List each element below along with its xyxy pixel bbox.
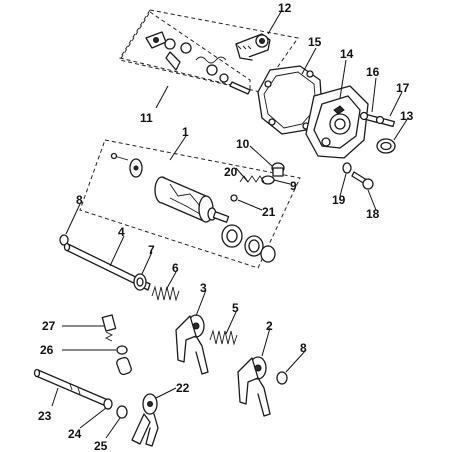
group-box-1: [79, 139, 301, 269]
group-box-shift-arm: [119, 11, 251, 91]
callout-8-upper: 8: [76, 193, 83, 207]
callout-4: 4: [118, 225, 125, 239]
part-25-washer: [116, 405, 128, 419]
callout-16: 16: [366, 65, 380, 79]
part-12-shift-arm: [235, 33, 271, 61]
part-3-shift-fork: [175, 314, 209, 375]
part-17-bolt: [375, 115, 395, 128]
part-23-shaft: [33, 368, 109, 407]
leader-lines: [51, 9, 409, 439]
callout-27: 27: [42, 319, 56, 333]
callout-9: 9: [290, 179, 297, 193]
part-22-shift-fork: [131, 393, 159, 447]
group-box-11: [119, 9, 299, 93]
callout-6: 6: [172, 261, 179, 275]
callout-17: 17: [396, 81, 410, 95]
part-8-circlip-lower: [276, 371, 288, 385]
callout-3: 3: [200, 281, 207, 295]
callout-21: 21: [262, 205, 276, 219]
part-24-circlip: [103, 398, 113, 410]
part-27-plunger-spring: [101, 314, 117, 342]
part-7-collar: [133, 273, 147, 291]
part-15-gasket: [257, 65, 323, 135]
part-26-plunger: [116, 345, 132, 376]
callout-2: 2: [266, 319, 273, 333]
callout-18: 18: [366, 207, 380, 221]
part-18-bolt: [351, 171, 374, 190]
part-2-shift-fork: [237, 356, 271, 417]
part-9-gasket: [261, 175, 275, 185]
callout-7: 7: [148, 243, 155, 257]
part-5-spring: [209, 329, 238, 346]
callout-12: 12: [278, 1, 292, 15]
part-14-cover: [305, 85, 369, 159]
callout-15: 15: [308, 35, 322, 49]
callout-22: 22: [176, 381, 190, 395]
callout-13: 13: [400, 109, 414, 123]
callout-26: 26: [40, 343, 54, 357]
callout-5: 5: [232, 301, 239, 315]
callout-11: 11: [140, 111, 153, 125]
part-19-washer: [342, 162, 352, 174]
part-16-bolt: [359, 111, 379, 124]
callout-1: 1: [182, 125, 189, 139]
part-11-stopper-assembly: [145, 31, 251, 95]
part-21-ball: [230, 194, 238, 202]
part-6-spring: [151, 285, 180, 302]
part-20-spring: [239, 175, 265, 183]
part-10-plug: [271, 162, 285, 177]
callout-25: 25: [94, 439, 108, 452]
part-13-oil-seal: [376, 138, 396, 154]
callout-23: 23: [38, 409, 52, 423]
callout-10: 10: [236, 137, 250, 151]
callout-14: 14: [340, 47, 354, 61]
part-4-guide-bar: [63, 242, 151, 291]
callout-19: 19: [332, 193, 346, 207]
part-1-shift-drum: [110, 152, 276, 263]
part-8-circlip-upper: [59, 234, 69, 246]
callout-8-lower: 8: [300, 341, 307, 355]
callout-20: 20: [224, 165, 238, 179]
callout-24: 24: [68, 427, 82, 441]
